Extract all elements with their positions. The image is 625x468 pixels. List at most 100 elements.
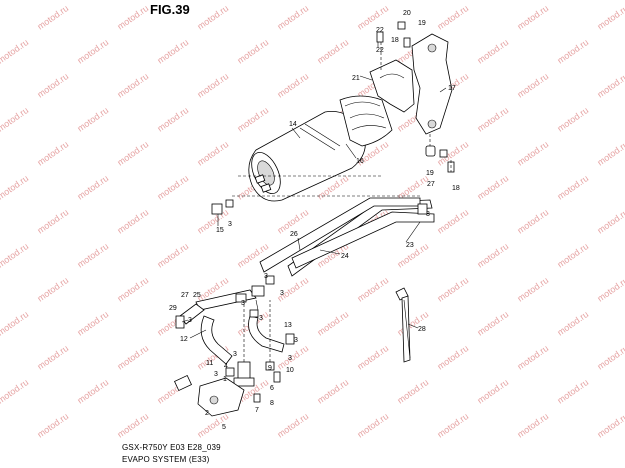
watermark-text: motod.ru	[595, 207, 625, 236]
part-label-2: 2	[205, 410, 209, 417]
part-label-19: 19	[418, 20, 426, 27]
watermark-text: motod.ru	[195, 71, 230, 100]
part-label-18: 18	[391, 37, 399, 44]
part-label-3j: 3	[288, 355, 292, 362]
tie-strap	[395, 287, 411, 363]
watermark-text: motod.ru	[475, 105, 510, 134]
part-label-3: 3	[426, 211, 430, 218]
watermark-text: motod.ru	[115, 343, 150, 372]
watermark-text: motod.ru	[475, 37, 510, 66]
watermark-text: motod.ru	[555, 37, 590, 66]
watermark-text: motod.ru	[35, 411, 70, 440]
watermark-text: motod.ru	[115, 3, 150, 32]
part-label-19b: 19	[426, 170, 434, 177]
watermark-text: motod.ru	[475, 309, 510, 338]
part-label-3i: 3	[233, 351, 237, 358]
watermark-text: motod.ru	[275, 411, 310, 440]
part-label-24: 24	[341, 253, 349, 260]
watermark-text: motod.ru	[115, 71, 150, 100]
watermark-text: motod.ru	[35, 343, 70, 372]
watermark-text: motod.ru	[275, 71, 310, 100]
watermark-text: motod.ru	[515, 411, 550, 440]
part-label-15: 15	[216, 227, 224, 234]
watermark-text: motod.ru	[555, 309, 590, 338]
part-label-21: 21	[352, 75, 360, 82]
part-label-11: 11	[206, 360, 213, 367]
watermark-text: motod.ru	[595, 411, 625, 440]
part-label-28: 28	[418, 326, 426, 333]
part-label-18b: 18	[452, 185, 460, 192]
watermark-text: motod.ru	[75, 309, 110, 338]
part-label-10: 10	[286, 367, 294, 374]
watermark-text: motod.ru	[0, 37, 30, 66]
part-label-14: 14	[289, 121, 297, 128]
watermark-text: motod.ru	[475, 377, 510, 406]
watermark-text: motod.ru	[435, 411, 470, 440]
watermark-text: motod.ru	[155, 37, 190, 66]
part-label-20: 20	[403, 10, 411, 17]
watermark-text: motod.ru	[0, 377, 30, 406]
part-label-29: 29	[169, 305, 177, 312]
part-label-17: 17	[448, 85, 456, 92]
watermark-text: motod.ru	[0, 309, 30, 338]
part-label-3g: 3	[259, 315, 263, 322]
watermark-text: motod.ru	[195, 139, 230, 168]
watermark-text: motod.ru	[0, 241, 30, 270]
watermark-text: motod.ru	[595, 71, 625, 100]
watermark-text: motod.ru	[595, 343, 625, 372]
part-label-3k: 3	[214, 371, 218, 378]
part-label-12: 12	[180, 336, 188, 343]
watermark-text: motod.ru	[515, 275, 550, 304]
watermark-text: motod.ru	[0, 105, 30, 134]
hose-runs	[175, 197, 435, 365]
watermark-text: motod.ru	[75, 173, 110, 202]
watermark-text: motod.ru	[35, 3, 70, 32]
watermark-text: motod.ru	[355, 3, 390, 32]
part-label-22b: 22	[376, 47, 384, 54]
leader-lines	[181, 42, 447, 339]
part-label-8: 8	[270, 400, 274, 407]
part-label-3f: 3	[188, 317, 192, 324]
watermark-text: motod.ru	[35, 71, 70, 100]
watermark-text: motod.ru	[435, 275, 470, 304]
part-label-26: 26	[290, 231, 298, 238]
watermark-text: motod.ru	[315, 309, 350, 338]
part-label-27b: 27	[181, 292, 189, 299]
watermark-text: motod.ru	[515, 139, 550, 168]
watermark-text: motod.ru	[515, 207, 550, 236]
watermark-text: motod.ru	[435, 207, 470, 236]
watermark-text: motod.ru	[395, 173, 430, 202]
part-label-1: 1	[223, 376, 227, 383]
watermark-text: motod.ru	[555, 105, 590, 134]
system-caption: EVAPO SYSTEM (E33)	[122, 455, 210, 464]
part-label-7: 7	[255, 407, 259, 414]
part-label-6: 6	[270, 385, 274, 392]
watermark-text: motod.ru	[595, 3, 625, 32]
watermark-text: motod.ru	[155, 173, 190, 202]
watermark-text: motod.ru	[35, 207, 70, 236]
watermark-text: motod.ru	[115, 411, 150, 440]
watermark-text: motod.ru	[115, 275, 150, 304]
part-label-9: 9	[268, 365, 272, 372]
watermark-text: motod.ru	[595, 275, 625, 304]
watermark-text: motod.ru	[515, 71, 550, 100]
part-label-5: 5	[222, 424, 226, 431]
valve-assembly	[174, 199, 281, 417]
part-label-4: 4	[224, 363, 228, 370]
watermark-text: motod.ru	[275, 3, 310, 32]
part-label-23: 23	[406, 242, 414, 249]
watermark-text: motod.ru	[315, 37, 350, 66]
watermark-text: motod.ru	[555, 241, 590, 270]
watermark-text: motod.ru	[435, 3, 470, 32]
watermark-text: motod.ru	[75, 377, 110, 406]
watermark-text: motod.ru	[395, 377, 430, 406]
part-label-22: 22	[376, 27, 384, 34]
watermark-text: motod.ru	[35, 275, 70, 304]
watermark-text: motod.ru	[0, 173, 30, 202]
watermark-text: motod.ru	[435, 343, 470, 372]
figure-title: FIG.39	[150, 2, 190, 17]
part-label-16: 16	[356, 158, 364, 165]
